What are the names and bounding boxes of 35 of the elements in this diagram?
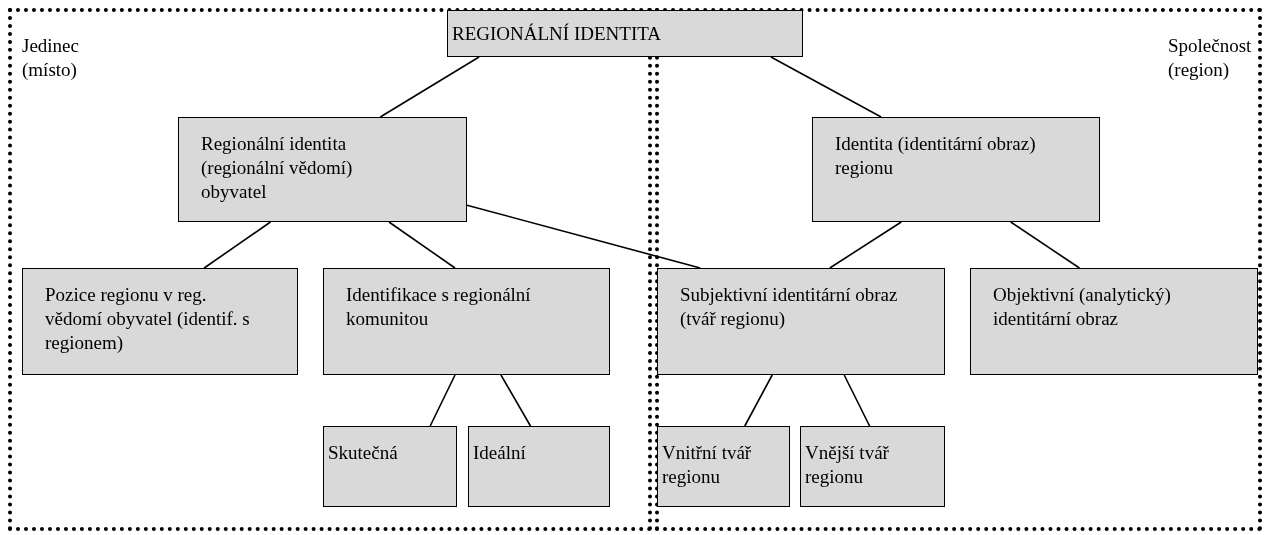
box-label: Subjektivní identitární obraz (tvář regionu)	[680, 283, 899, 331]
box-label: Pozice regionu v reg. vědomí obyvatel (identif. s regionem)	[45, 283, 251, 355]
box-label: Regionální identita (regionální vědomí) obyvatel	[201, 132, 354, 204]
concept-box	[323, 268, 610, 375]
panel-label: Společnost (region)	[1168, 34, 1253, 82]
connector-line	[388, 221, 456, 269]
box-label: Vnější tvář regionu	[805, 441, 890, 489]
concept-box	[22, 268, 298, 375]
connector-line	[203, 221, 272, 269]
panel-label: Jedinec (místo)	[22, 34, 80, 82]
connector-line	[429, 374, 456, 427]
concept-box	[800, 426, 945, 507]
concept-box	[178, 117, 467, 222]
box-label: REGIONÁLNÍ IDENTITA	[452, 21, 661, 46]
connector-line	[770, 56, 882, 118]
concept-box	[447, 10, 803, 57]
box-label: Identifikace s regionální komunitou	[346, 283, 532, 331]
connector-line	[379, 56, 480, 118]
connector-line	[466, 204, 701, 269]
box-label: Skutečná	[328, 441, 398, 465]
box-label: Ideální	[473, 441, 526, 465]
concept-box	[812, 117, 1100, 222]
connector-line	[744, 374, 773, 427]
box-label: Objektivní (analytický) identitární obraz	[993, 283, 1172, 331]
box-label: Vnitřní tvář regionu	[662, 441, 753, 489]
connector-line	[1009, 221, 1081, 269]
box-label: Identita (identitární obraz) regionu	[835, 132, 1037, 180]
connector-line	[829, 221, 903, 269]
concept-box	[970, 268, 1258, 375]
concept-box	[468, 426, 610, 507]
concept-box	[323, 426, 457, 507]
concept-box	[657, 426, 790, 507]
concept-box	[657, 268, 945, 375]
connector-line	[843, 374, 871, 427]
connector-line	[500, 374, 532, 427]
